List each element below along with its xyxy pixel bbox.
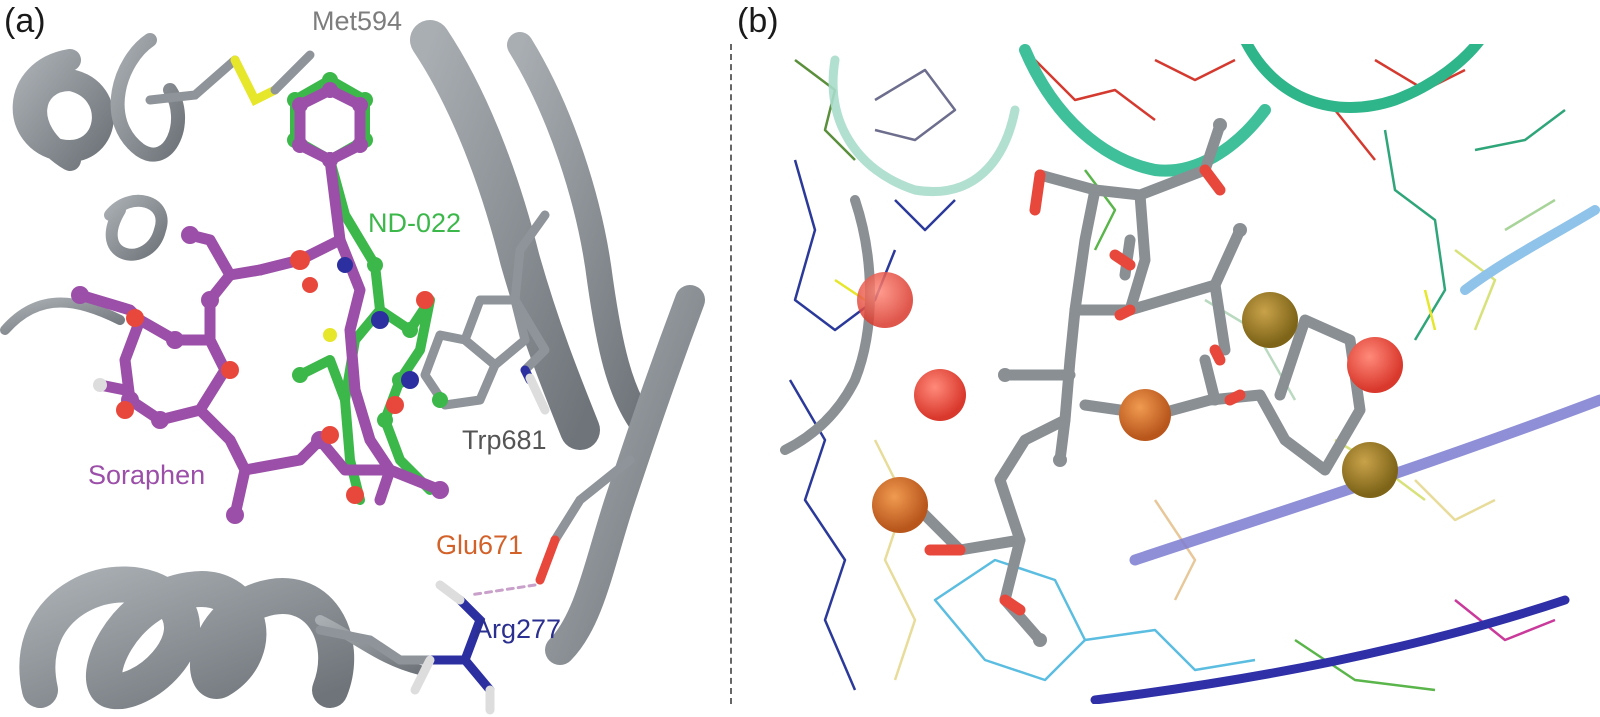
met594-label: Met594 [312, 6, 403, 36]
nd022-label: ND-022 [368, 208, 462, 238]
arg277-label: Arg277 [474, 614, 562, 644]
ligand-oxygens [924, 164, 1246, 616]
panel-a-structure [0, 20, 705, 715]
met594-sidechain [145, 50, 315, 107]
glu671-label: Glu671 [436, 530, 524, 560]
trp681-label: Trp681 [462, 425, 547, 455]
soraphen-atoms [71, 82, 449, 524]
wire-residues [788, 58, 1566, 692]
panel-a-label: (a) [4, 2, 46, 40]
panel-b-structure [780, 44, 1600, 704]
panel-divider [730, 44, 732, 704]
ribbon-strands [780, 44, 1600, 704]
trp681-residue [420, 210, 550, 415]
ligand-caps [998, 118, 1247, 647]
panel-b: (b) [735, 0, 1600, 717]
panel-a: (a) [0, 0, 735, 717]
glu671-arg277 [315, 455, 635, 715]
panel-b-label: (b) [737, 2, 779, 40]
soraphen-label: Soraphen [88, 460, 206, 490]
atom-spheres [857, 272, 1403, 533]
